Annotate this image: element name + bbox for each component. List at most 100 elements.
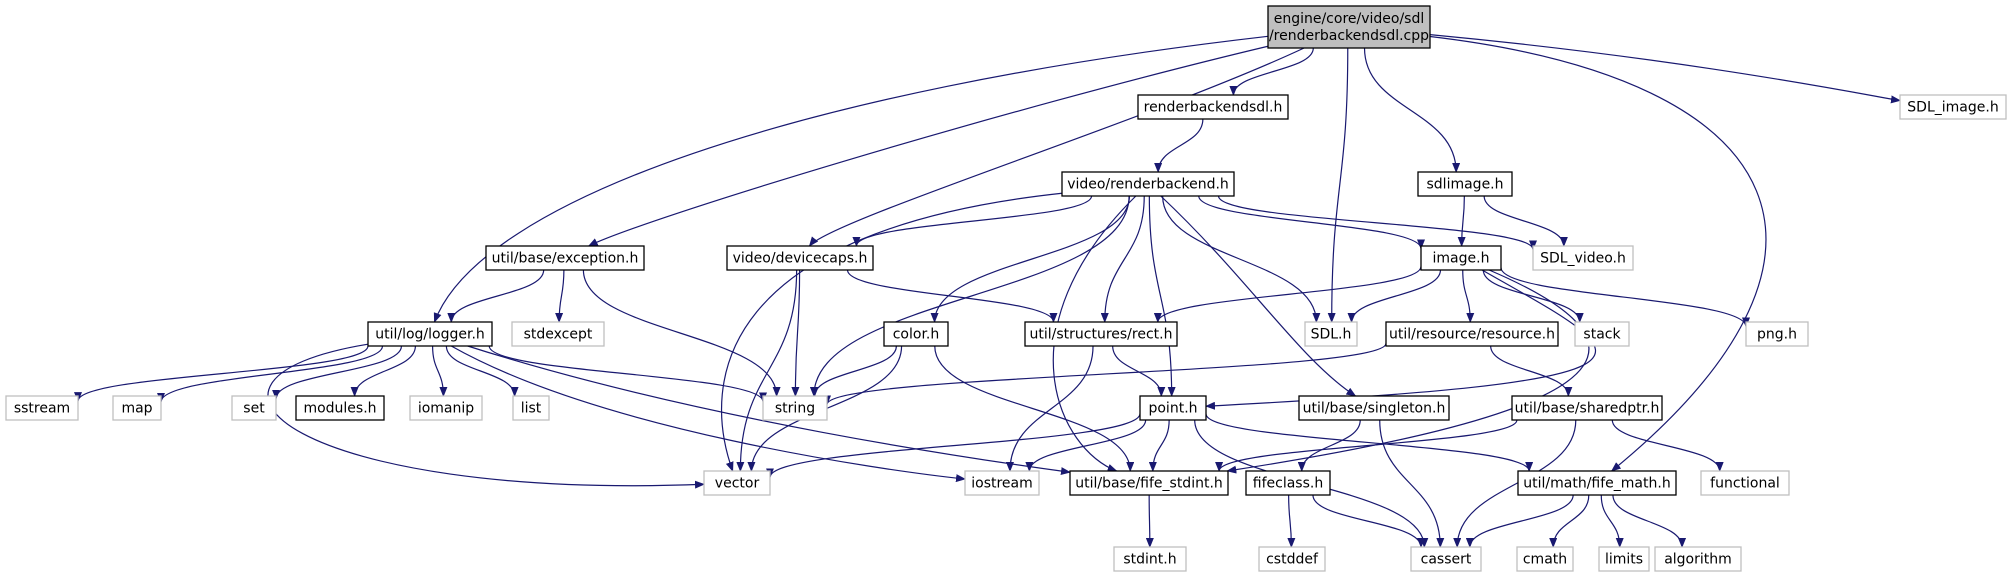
node-label: iomanip <box>418 401 474 417</box>
edge-util_base_exception_h-to-stdexcept <box>555 269 565 323</box>
node-set: set <box>231 395 277 421</box>
node-label: png.h <box>1757 327 1797 343</box>
edge-color_h-to-util_base_fife_stdint_h <box>934 345 1135 472</box>
node-label: cmath <box>1523 552 1567 568</box>
edge-util_log_logger_h-to-string <box>488 345 767 403</box>
node-label: vector <box>715 476 760 492</box>
edge-util_base_sharedptr_h-to-util_base_fife_stdint_h <box>1215 419 1518 472</box>
node-label: set <box>243 401 265 417</box>
node-box <box>883 321 949 347</box>
node-box <box>1420 245 1502 271</box>
node-util-base-sharedptr-h[interactable]: util/base/sharedptr.h <box>1511 395 1663 421</box>
node-map: map <box>112 395 162 421</box>
node-sdl-image-h: SDL_image.h <box>1899 94 2007 120</box>
node-box <box>1700 470 1790 496</box>
edge-util_math_fife_math_h-to-algorithm <box>1612 494 1687 548</box>
node-box <box>726 245 874 271</box>
node-label: sdlimage.h <box>1427 177 1504 193</box>
node-util-base-singleton-h[interactable]: util/base/singleton.h <box>1298 395 1450 421</box>
node-image-h[interactable]: image.h <box>1420 245 1502 271</box>
node-root[interactable]: engine/core/video/sdl/renderbackendsdl.c… <box>1267 5 1431 49</box>
node-util-base-exception-h[interactable]: util/base/exception.h <box>485 245 645 271</box>
edge-video_renderbackend_h-to-util_base_singleton_h <box>1160 195 1357 397</box>
node-functional: functional <box>1700 470 1790 496</box>
edge-root-to-renderbackendsdl_h <box>1229 47 1314 96</box>
edge-root-to-util_log_logger_h <box>433 35 1269 323</box>
node-box <box>1061 171 1235 197</box>
edge-root-to-sdlimage_h <box>1363 47 1461 173</box>
edge-util_resource_resource_h-to-util_base_sharedptr_h <box>1490 345 1573 397</box>
node-box <box>367 321 493 347</box>
node-box <box>1139 395 1207 421</box>
node-fifeclass-h[interactable]: fifeclass.h <box>1245 470 1331 496</box>
edge-util_base_singleton_h-to-cassert <box>1379 419 1445 548</box>
node-cstddef: cstddef <box>1258 546 1326 572</box>
edge-point_h-to-util_base_fife_stdint_h <box>1148 419 1170 472</box>
node-label: util/log/logger.h <box>375 327 485 343</box>
edge-video_renderbackend_h-to-vector <box>720 192 1063 472</box>
edge-fifeclass_h-to-cstddef <box>1287 494 1296 548</box>
edge-image_h-to-util_resource_resource_h <box>1462 269 1475 323</box>
node-limits: limits <box>1598 546 1650 572</box>
edge-util_base_exception_h-to-util_log_logger_h <box>447 269 545 323</box>
node-util-math-fife-math-h[interactable]: util/math/fife_math.h <box>1517 470 1677 496</box>
node-point-h[interactable]: point.h <box>1139 395 1207 421</box>
node-label: util/structures/rect.h <box>1030 327 1173 343</box>
edge-util_base_sharedptr_h-to-cassert <box>1453 419 1577 548</box>
node-renderbackendsdl-h[interactable]: renderbackendsdl.h <box>1137 94 1289 120</box>
edge-layer <box>74 34 1901 548</box>
edge-util_log_logger_h-to-vector <box>267 343 705 489</box>
node-box <box>1245 470 1331 496</box>
node-box <box>409 395 483 421</box>
edge-image_h-to-png_h <box>1500 267 1750 328</box>
edge-util_base_sharedptr_h-to-functional <box>1611 419 1724 472</box>
node-label: stack <box>1583 327 1621 343</box>
edge-video_renderbackend_h-to-util_base_fife_stdint_h <box>1052 195 1137 472</box>
node-sdlimage-h[interactable]: sdlimage.h <box>1417 171 1513 197</box>
edge-image_h-to-util_structures_rect_h <box>1153 266 1422 323</box>
edge-root-to-util_math_fife_math_h <box>1429 35 1767 472</box>
node-box <box>1113 546 1187 572</box>
node-modules-h[interactable]: modules.h <box>295 395 385 421</box>
node-util-base-fife-stdint-h[interactable]: util/base/fife_stdint.h <box>1069 470 1229 496</box>
edge-image_h-to-point_h <box>1205 269 1596 410</box>
edge-util_math_fife_math_h-to-cmath <box>1549 494 1590 548</box>
node-util-resource-resource-h[interactable]: util/resource/resource.h <box>1385 321 1559 347</box>
node-util-log-logger-h[interactable]: util/log/logger.h <box>367 321 493 347</box>
edge-image_h-to-stack <box>1482 269 1584 323</box>
node-box <box>1511 395 1663 421</box>
edge-util_base_singleton_h-to-fifeclass_h <box>1297 419 1361 472</box>
node-label: util/base/exception.h <box>492 251 639 267</box>
node-label: stdexcept <box>524 327 593 343</box>
node-sdl-video-h: SDL_video.h <box>1532 245 1634 271</box>
node-stdexcept: stdexcept <box>511 321 605 347</box>
edge-root-to-sdl_image_h <box>1429 34 1901 104</box>
node-box <box>1069 470 1229 496</box>
node-box <box>1385 321 1559 347</box>
node-label: renderbackendsdl.h <box>1144 100 1283 116</box>
node-video-devicecaps-h[interactable]: video/devicecaps.h <box>726 245 874 271</box>
node-label: limits <box>1605 552 1643 568</box>
node-cmath: cmath <box>1516 546 1574 572</box>
node-list: list <box>512 395 550 421</box>
node-sstream: sstream <box>5 395 79 421</box>
node-label: point.h <box>1148 401 1197 417</box>
edge-util_log_logger_h-to-map <box>157 345 384 403</box>
node-util-structures-rect-h[interactable]: util/structures/rect.h <box>1024 321 1178 347</box>
edge-sdlimage_h-to-image_h <box>1457 195 1466 247</box>
node-label: util/base/fife_stdint.h <box>1075 476 1223 492</box>
node-label: functional <box>1710 476 1780 492</box>
edge-video_renderbackend_h-to-sdl_video_h <box>1217 195 1537 251</box>
node-stack: stack <box>1574 321 1630 347</box>
node-box <box>1258 546 1326 572</box>
edge-util_structures_rect_h-to-point_h <box>1112 345 1166 397</box>
edge-util_log_logger_h-to-modules_h <box>350 345 417 397</box>
edge-video_devicecaps_h-to-string <box>791 269 801 397</box>
edge-video_renderbackend_h-to-color_h <box>930 195 1131 323</box>
node-box <box>1532 245 1634 271</box>
node-color-h[interactable]: color.h <box>883 321 949 347</box>
node-video-renderbackend-h[interactable]: video/renderbackend.h <box>1061 171 1235 197</box>
node-box <box>1654 546 1742 572</box>
node-label: algorithm <box>1664 552 1732 568</box>
node-box <box>964 470 1040 496</box>
